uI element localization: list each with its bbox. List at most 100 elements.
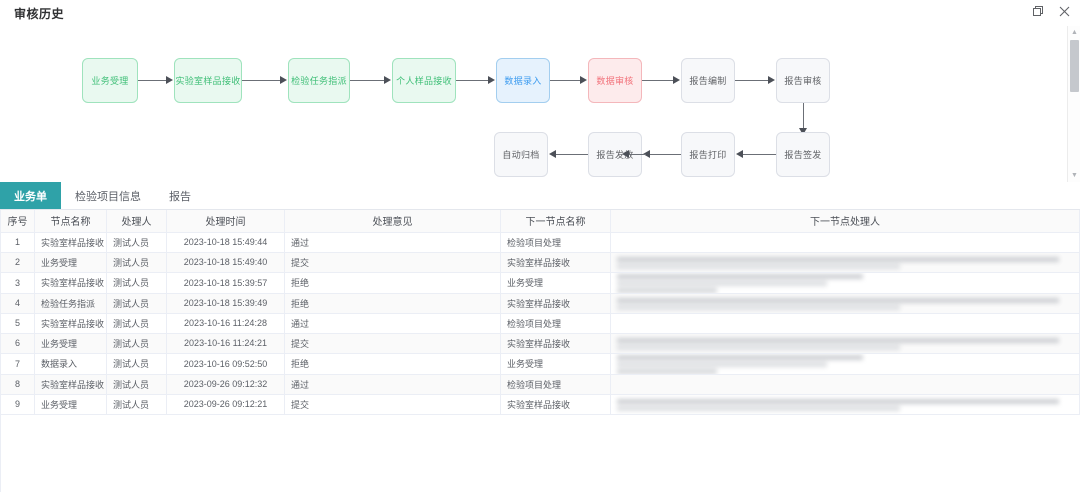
- cell-handle-time: 2023-10-16 11:24:28: [166, 312, 285, 334]
- tab-report[interactable]: 报告: [155, 182, 205, 209]
- redaction-bar: [617, 287, 718, 292]
- flow-node-inspection-task-assign[interactable]: 检验任务指派: [288, 58, 350, 103]
- flow-node-data-review[interactable]: 数据审核: [588, 58, 642, 103]
- cell-next-node: 实验室样品接收: [500, 393, 611, 415]
- scroll-up-icon[interactable]: ▲: [1071, 29, 1078, 36]
- flow-node-report-drafting[interactable]: 报告编制: [681, 58, 735, 103]
- cell-handle-time: 2023-10-16 11:24:21: [166, 332, 285, 354]
- page-title: 审核历史: [14, 6, 65, 21]
- cell-next-node: 检验项目处理: [500, 231, 611, 253]
- cell-opinion: 通过: [284, 231, 501, 253]
- tab-inspection-item-info[interactable]: 检验项目信息: [61, 182, 155, 209]
- flow-node-auto-archive[interactable]: 自动归档: [494, 132, 548, 177]
- scroll-down-icon[interactable]: ▼: [1071, 172, 1078, 179]
- cell-next-handler: [610, 271, 1080, 294]
- cell-node-name: 业务受理: [34, 251, 107, 273]
- cell-seq: 6: [0, 332, 35, 354]
- redacted-content: [617, 297, 1073, 310]
- cell-next-handler: [610, 251, 1080, 273]
- cell-next-handler: [610, 393, 1080, 415]
- cell-seq: 5: [0, 312, 35, 334]
- cell-next-node: 实验室样品接收: [500, 251, 611, 273]
- cell-opinion: 提交: [284, 393, 501, 415]
- redaction-bar: [617, 280, 827, 286]
- window-controls: [1030, 3, 1072, 19]
- cell-opinion: 拒绝: [284, 271, 501, 294]
- cell-next-handler: [610, 292, 1080, 314]
- redaction-bar: [617, 273, 864, 279]
- cell-handler: 测试人员: [106, 393, 167, 415]
- cell-handle-time: 2023-10-18 15:49:44: [166, 231, 285, 253]
- cell-seq: 2: [0, 251, 35, 273]
- flow-node-label: 报告打印: [689, 150, 727, 160]
- redacted-content: [617, 398, 1073, 411]
- cell-handler: 测试人员: [106, 312, 167, 334]
- redaction-bar: [617, 256, 1060, 262]
- redaction-bar: [617, 297, 1060, 303]
- cell-handler: 测试人员: [106, 271, 167, 294]
- redaction-bar: [617, 405, 900, 411]
- th-user: 处理人: [106, 210, 167, 233]
- tab-business-order[interactable]: 业务单: [0, 182, 61, 209]
- cell-seq: 3: [0, 271, 35, 294]
- tab-bar: 业务单 检验项目信息 报告: [0, 182, 1080, 210]
- cell-handle-time: 2023-10-18 15:49:40: [166, 251, 285, 273]
- cell-node-name: 实验室样品接收: [34, 373, 107, 395]
- restore-icon[interactable]: [1030, 3, 1046, 19]
- cell-node-name: 检验任务指派: [34, 292, 107, 314]
- cell-handler: 测试人员: [106, 251, 167, 273]
- cell-node-name: 实验室样品接收: [34, 312, 107, 334]
- cell-opinion: 拒绝: [284, 352, 501, 375]
- table-left-border: [0, 210, 1, 492]
- scrollbar-thumb[interactable]: [1070, 40, 1079, 92]
- cell-opinion: 提交: [284, 251, 501, 273]
- redacted-content: [617, 256, 1073, 269]
- th-next-node: 下一节点名称: [500, 210, 611, 233]
- cell-handle-time: 2023-10-18 15:39:49: [166, 292, 285, 314]
- cell-opinion: 提交: [284, 332, 501, 354]
- cell-handle-time: 2023-10-16 09:52:50: [166, 352, 285, 375]
- cell-handle-time: 2023-10-18 15:39:57: [166, 271, 285, 294]
- flow-node-label: 报告审核: [784, 76, 822, 86]
- cell-node-name: 业务受理: [34, 332, 107, 354]
- cell-node-name: 业务受理: [34, 393, 107, 415]
- diagram-scrollbar[interactable]: ▲ ▼: [1067, 26, 1080, 182]
- flow-node-report-print[interactable]: 报告打印: [681, 132, 735, 177]
- tab-label: 业务单: [14, 190, 47, 203]
- cell-seq: 1: [0, 231, 35, 253]
- cell-seq: 4: [0, 292, 35, 314]
- flow-node-report-issuance[interactable]: 报告签发: [776, 132, 830, 177]
- flow-node-personal-sample-receipt[interactable]: 个人样品接收: [392, 58, 456, 103]
- flow-node-report-review[interactable]: 报告审核: [776, 58, 830, 103]
- flow-node-data-entry[interactable]: 数据录入: [496, 58, 550, 103]
- flow-node-lab-sample-receipt[interactable]: 实验室样品接收: [174, 58, 242, 103]
- cell-handle-time: 2023-09-26 09:12:32: [166, 373, 285, 395]
- redaction-bar: [617, 354, 864, 360]
- redacted-content: [617, 354, 1073, 373]
- close-icon[interactable]: [1056, 3, 1072, 19]
- cell-opinion: 通过: [284, 373, 501, 395]
- cell-seq: 9: [0, 393, 35, 415]
- cell-next-node: 检验项目处理: [500, 312, 611, 334]
- redaction-bar: [617, 368, 718, 373]
- cell-handler: 测试人员: [106, 352, 167, 375]
- flow-node-label: 数据审核: [596, 76, 634, 86]
- flow-node-label: 实验室样品接收: [175, 76, 241, 86]
- cell-handler: 测试人员: [106, 231, 167, 253]
- table-header-row: 序号 节点名称 处理人 处理时间 处理意见 下一节点名称 下一节点处理人: [0, 210, 1080, 233]
- cell-node-name: 实验室样品接收: [34, 231, 107, 253]
- flow-node-business-acceptance[interactable]: 业务受理: [82, 58, 138, 103]
- cell-opinion: 通过: [284, 312, 501, 334]
- cell-handle-time: 2023-09-26 09:12:21: [166, 393, 285, 415]
- tab-label: 检验项目信息: [75, 190, 141, 203]
